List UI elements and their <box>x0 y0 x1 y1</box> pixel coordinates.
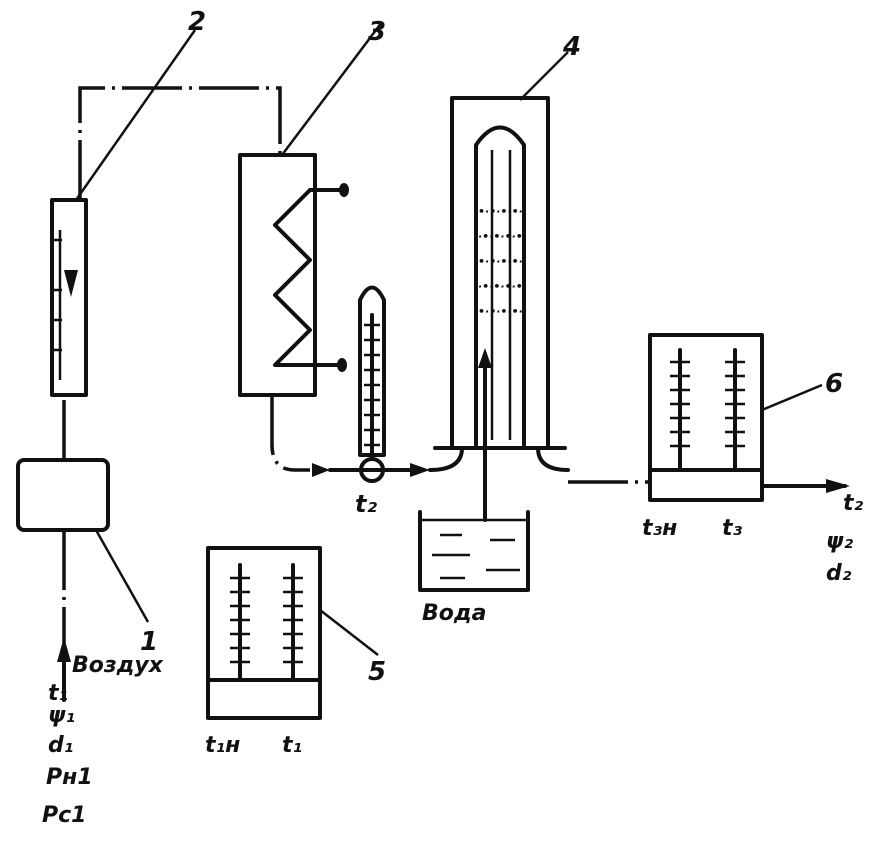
rotameter-to-heater-line <box>78 86 282 200</box>
flow-arrow-to-chamber <box>410 463 430 477</box>
water-container <box>418 510 530 592</box>
chamber-packing: •·•·•·•· ·•·•·•·• •·•·•·•· ·•·•·•·• •·•·… <box>478 205 523 318</box>
outlet-d2: d₂ <box>826 561 852 586</box>
svg-text:•·•·•·•·: •·•·•·•· <box>478 205 523 218</box>
psychrometer-6-dry-thermometer <box>725 348 745 472</box>
svg-text:·•·•·•·•: ·•·•·•·• <box>478 230 523 243</box>
callout-1: 1 <box>140 627 158 657</box>
outlet-arrow <box>826 479 850 493</box>
psychrometer-6-left-label: t₃н <box>642 516 677 541</box>
leader-3 <box>281 21 383 156</box>
psychrometer-5-wet-thermometer <box>230 563 250 682</box>
heater-terminal-top <box>339 183 349 197</box>
air-label: Воздух <box>72 653 164 678</box>
psychrometer-5-right-label: t₁ <box>282 733 302 758</box>
leader-5 <box>319 609 379 656</box>
label-t2-thermometer: t₂ <box>355 490 377 518</box>
svg-text:•·•·•·•·: •·•·•·•· <box>478 255 523 268</box>
psychrometer-5-left-label: t₁н <box>205 733 240 758</box>
leader-4 <box>519 51 569 101</box>
outlet-t2: t₂ <box>843 491 864 516</box>
callout-4: 4 <box>562 32 581 62</box>
blower-box <box>16 458 110 532</box>
inlet-pc1: Pc1 <box>42 803 86 828</box>
svg-text:•·•·•·•·: •·•·•·•· <box>478 305 523 318</box>
chamber-u-tube <box>474 125 526 447</box>
heater-outlet-line <box>270 395 310 472</box>
heater-box <box>238 153 317 397</box>
inlet-d1: d₁ <box>48 733 73 758</box>
chamber-housing <box>450 96 550 450</box>
psychrometer-6-right-label: t₃ <box>722 516 743 541</box>
rotameter-tube <box>50 198 88 397</box>
inlet-phi1: ψ₁ <box>48 703 75 728</box>
svg-text:·•·•·•·•: ·•·•·•·• <box>478 280 523 293</box>
psychrometer-6-wet-thermometer <box>670 348 690 472</box>
callout-3: 3 <box>368 17 386 47</box>
outlet-phi2: ψ₂ <box>826 529 853 554</box>
leader-6 <box>761 383 823 412</box>
callout-2: 2 <box>188 7 206 37</box>
thermometer-t2-scale <box>364 323 380 447</box>
rotameter-float <box>64 270 78 297</box>
air-inlet-arrow <box>57 637 71 662</box>
leader-2 <box>74 29 197 201</box>
thermometer-t2 <box>358 285 386 457</box>
callout-5: 5 <box>368 657 386 687</box>
callout-6: 6 <box>825 369 843 399</box>
inlet-t1: t₁ <box>48 681 68 706</box>
psychrometer-5-dry-thermometer <box>283 563 303 682</box>
leader-1 <box>94 529 150 623</box>
heater-coil <box>273 188 312 367</box>
water-label: Вода <box>422 601 487 626</box>
psychrometer-6-box <box>648 333 764 502</box>
inlet-pn1: Pн1 <box>46 765 93 790</box>
heater-terminal-bottom <box>337 358 347 372</box>
rotameter-scale <box>53 238 62 352</box>
psychrometer-5-box <box>206 546 322 720</box>
